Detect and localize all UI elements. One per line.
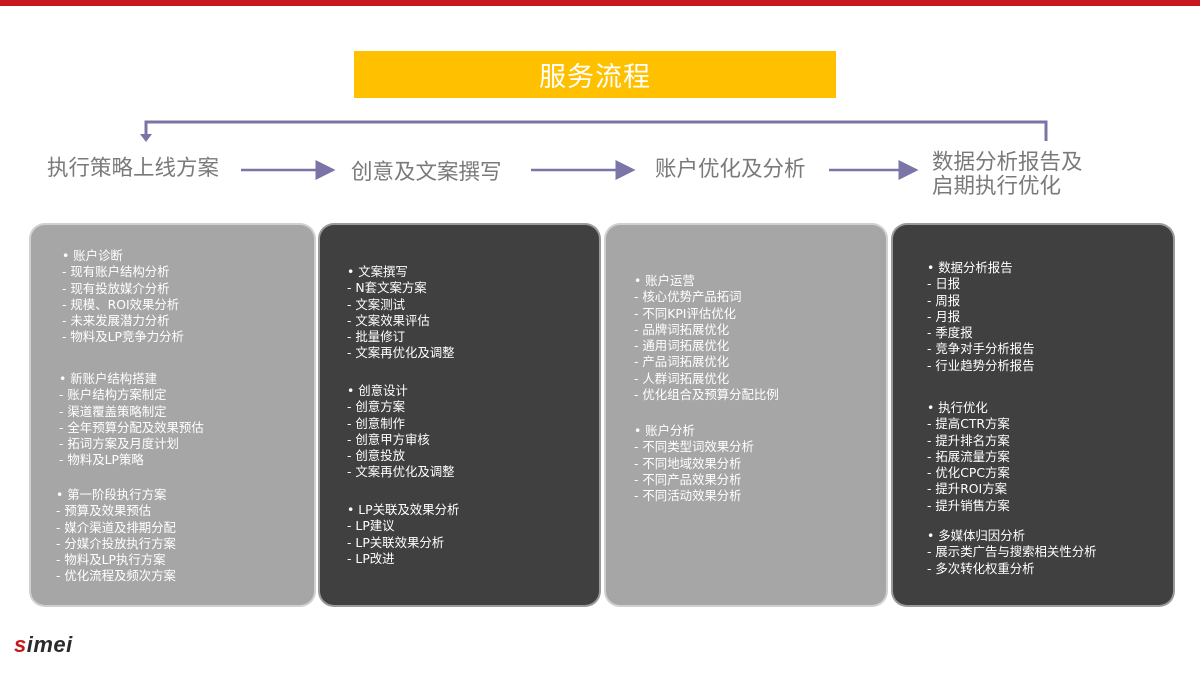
loop-back-line [144, 120, 1048, 141]
list-item: - 创意方案 [347, 399, 405, 415]
section-heading: • 多媒体归因分析 [927, 528, 1025, 543]
card-section: • 账户运营 - 核心优势产品拓词 - 不同KPI评估优化 - 品牌词拓展优化 … [634, 273, 779, 403]
section-heading: • 创意设计 [347, 383, 408, 398]
card-section: • 文案撰写 - N套文案方案 - 文案测试 - 文案效果评估 - 批量修订 -… [347, 264, 455, 362]
list-item: - 周报 [927, 292, 961, 308]
logo-mark: s [14, 632, 27, 657]
section-heading: • 执行优化 [927, 400, 988, 415]
list-item: - LP建议 [347, 518, 395, 534]
card-strategy: • 账户诊断 - 现有账户结构分析 - 现有投放媒介分析 - 规模、ROI效果分… [31, 225, 314, 605]
top-accent-bar [0, 0, 1200, 6]
card-section: • LP关联及效果分析 - LP建议 - LP关联效果分析 - LP改进 [347, 502, 459, 567]
list-item: - 优化流程及频次方案 [56, 568, 176, 584]
step-1-title: 执行策略上线方案 [47, 156, 220, 181]
list-item: - 全年预算分配及效果预估 [59, 419, 204, 435]
list-item: - 提升排名方案 [927, 432, 1010, 448]
list-item: - 未来发展潜力分析 [62, 313, 170, 329]
list-item: - LP关联效果分析 [347, 534, 445, 550]
list-item: - 批量修订 [347, 329, 405, 345]
list-item: - LP改进 [347, 550, 395, 566]
card-section: • 执行优化 - 提高CTR方案 - 提升排名方案 - 拓展流量方案 - 优化C… [927, 400, 1010, 514]
list-item: - 规模、ROI效果分析 [62, 296, 180, 312]
list-item: - 现有账户结构分析 [62, 264, 170, 280]
section-heading: • 账户运营 [634, 273, 695, 288]
list-item: - 优化组合及预算分配比例 [634, 387, 779, 403]
list-item: - 不同类型词效果分析 [634, 439, 754, 455]
section-heading: • 文案撰写 [347, 264, 408, 279]
section-heading: • 账户分析 [634, 423, 695, 438]
list-item: - 日报 [927, 276, 961, 292]
list-item: - 通用词拓展优化 [634, 338, 730, 354]
card-reporting: • 数据分析报告 - 日报 - 周报 - 月报 - 季度报 - 竞争对手分析报告… [893, 225, 1173, 605]
list-item: - 创意甲方审核 [347, 431, 430, 447]
list-item: - 优化CPC方案 [927, 465, 1010, 481]
list-item: - 提升ROI方案 [927, 481, 1007, 497]
card-section: • 数据分析报告 - 日报 - 周报 - 月报 - 季度报 - 竞争对手分析报告… [927, 260, 1035, 374]
section-heading: • 新账户结构搭建 [59, 371, 157, 386]
list-item: - 不同活动效果分析 [634, 488, 742, 504]
list-item: - 不同地域效果分析 [634, 455, 742, 471]
list-item: - 提升销售方案 [927, 497, 1010, 513]
card-section: • 第一阶段执行方案 - 预算及效果预估 - 媒介渠道及排期分配 - 分媒介投放… [56, 487, 176, 585]
list-item: - 账户结构方案制定 [59, 387, 167, 403]
card-section: • 账户诊断 - 现有账户结构分析 - 现有投放媒介分析 - 规模、ROI效果分… [62, 248, 184, 346]
card-section: • 账户分析 - 不同类型词效果分析 - 不同地域效果分析 - 不同产品效果分析… [634, 423, 754, 504]
list-item: - 预算及效果预估 [56, 503, 152, 519]
list-item: - 核心优势产品拓词 [634, 289, 742, 305]
list-item: - 物料及LP策略 [59, 452, 144, 468]
step-4-title: 数据分析报告及 启期执行优化 [932, 151, 1122, 199]
step-4-title-line-1: 数据分析报告及 [932, 150, 1083, 175]
card-creative: • 文案撰写 - N套文案方案 - 文案测试 - 文案效果评估 - 批量修订 -… [320, 225, 599, 605]
loop-back-arrowhead [140, 134, 152, 142]
section-heading: • 第一阶段执行方案 [56, 487, 167, 502]
list-item: - 现有投放媒介分析 [62, 280, 170, 296]
list-item: - 展示类广告与搜索相关性分析 [927, 544, 1097, 560]
list-item: - 物料及LP执行方案 [56, 552, 166, 568]
list-item: - 分媒介投放执行方案 [56, 535, 176, 551]
list-item: - 多次转化权重分析 [927, 560, 1035, 576]
card-section: • 多媒体归因分析 - 展示类广告与搜索相关性分析 - 多次转化权重分析 [927, 528, 1097, 577]
list-item: - 创意投放 [347, 448, 405, 464]
list-item: - 不同产品效果分析 [634, 471, 742, 487]
list-item: - 不同KPI评估优化 [634, 305, 737, 321]
list-item: - 月报 [927, 308, 961, 324]
list-item: - N套文案方案 [347, 280, 427, 296]
step-4-title-line-2: 启期执行优化 [932, 174, 1062, 199]
card-optimization: • 账户运营 - 核心优势产品拓词 - 不同KPI评估优化 - 品牌词拓展优化 … [606, 225, 886, 605]
list-item: - 行业趋势分析报告 [927, 357, 1035, 373]
card-section: • 创意设计 - 创意方案 - 创意制作 - 创意甲方审核 - 创意投放 - 文… [347, 383, 455, 481]
list-item: - 文案再优化及调整 [347, 345, 455, 361]
list-item: - 创意制作 [347, 415, 405, 431]
flow-connector [140, 120, 1048, 180]
company-logo: simei [14, 632, 73, 658]
list-item: - 提高CTR方案 [927, 416, 1010, 432]
section-heading: • 数据分析报告 [927, 260, 1013, 275]
step-2-title: 创意及文案撰写 [351, 160, 502, 185]
section-heading: • 账户诊断 [62, 248, 123, 263]
list-item: - 品牌词拓展优化 [634, 321, 730, 337]
list-item: - 文案效果评估 [347, 312, 430, 328]
list-item: - 拓词方案及月度计划 [59, 436, 179, 452]
section-heading: • LP关联及效果分析 [347, 502, 460, 517]
list-item: - 文案再优化及调整 [347, 464, 455, 480]
list-item: - 竞争对手分析报告 [927, 341, 1035, 357]
list-item: - 媒介渠道及排期分配 [56, 519, 176, 535]
list-item: - 季度报 [927, 325, 973, 341]
list-item: - 物料及LP竞争力分析 [62, 329, 184, 345]
page-title: 服务流程 [354, 51, 836, 98]
list-item: - 人群词拓展优化 [634, 370, 730, 386]
step-3-title: 账户优化及分析 [655, 157, 806, 182]
card-section: • 新账户结构搭建 - 账户结构方案制定 - 渠道覆盖策略制定 - 全年预算分配… [59, 371, 204, 469]
list-item: - 拓展流量方案 [927, 448, 1010, 464]
list-item: - 产品词拓展优化 [634, 354, 730, 370]
list-item: - 文案测试 [347, 296, 405, 312]
list-item: - 渠道覆盖策略制定 [59, 403, 167, 419]
logo-text: imei [26, 632, 73, 657]
